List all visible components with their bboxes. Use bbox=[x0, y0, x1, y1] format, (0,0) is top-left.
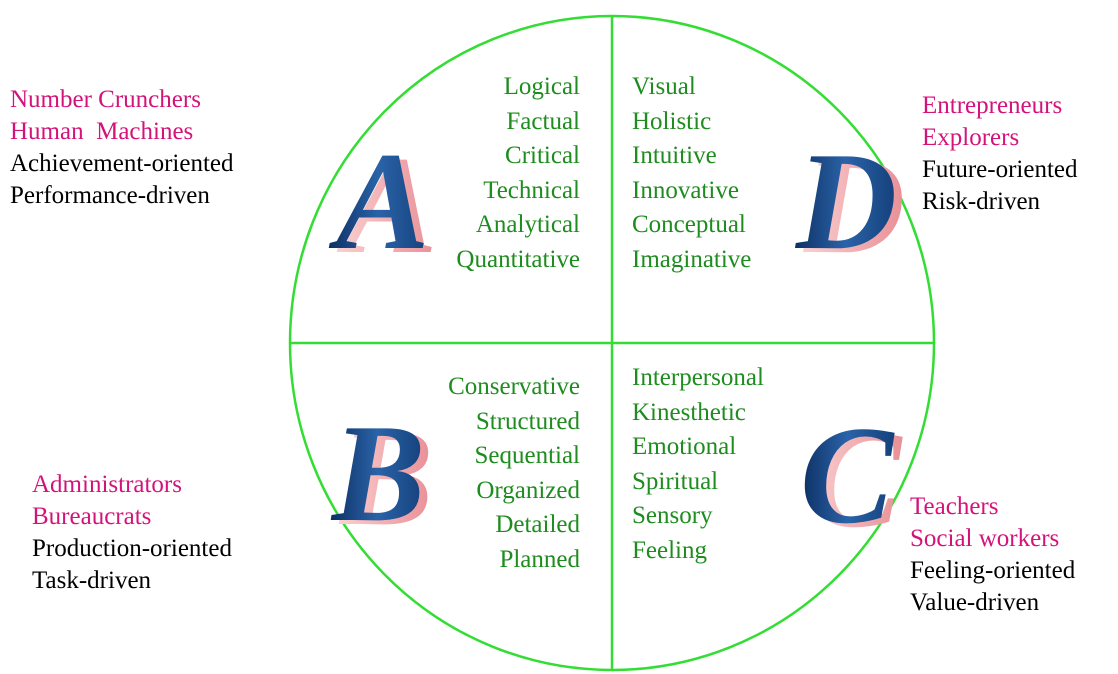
svg-text:A: A bbox=[328, 124, 429, 279]
trait-item: Imaginative bbox=[632, 245, 752, 273]
trait-item: Intuitive bbox=[632, 142, 717, 169]
quadrant-b-traits: Conservative Structured Sequential Organ… bbox=[380, 370, 580, 577]
quadrant-c-traits: Interpersonal Kinesthetic Emotional Spir… bbox=[632, 361, 802, 568]
trait-item: Sequential bbox=[474, 442, 580, 469]
role-item: Entrepreneurs bbox=[922, 92, 1063, 119]
quadrant-b-side-label: Administrators Bureaucrats Production-or… bbox=[32, 469, 232, 597]
role-item: Social workers bbox=[910, 525, 1060, 552]
trait-item: Holistic bbox=[632, 107, 712, 135]
svg-text:B: B bbox=[330, 396, 425, 551]
trait-item: Emotional bbox=[632, 433, 737, 460]
quadrant-c-side-label: Teachers Social workers Feeling-oriented… bbox=[910, 491, 1075, 619]
svg-text:D: D bbox=[802, 128, 905, 283]
quadrant-d-letter-icon: D D bbox=[794, 124, 905, 283]
role-item: Administrators bbox=[32, 471, 182, 498]
drive-item: Achievement-oriented bbox=[10, 150, 234, 177]
role-item: Human Machines bbox=[10, 118, 194, 145]
drive-item: Value-driven bbox=[910, 589, 1040, 616]
trait-item: Technical bbox=[483, 176, 580, 204]
quadrant-a-traits: Logical Factual Critical Technical Analy… bbox=[380, 70, 580, 277]
trait-item: Quantitative bbox=[456, 245, 580, 273]
quadrant-d-traits: Visual Holistic Intuitive Innovative Con… bbox=[632, 70, 802, 277]
drive-item: Feeling-oriented bbox=[910, 557, 1076, 584]
trait-item: Sensory bbox=[632, 502, 713, 529]
trait-item: Kinesthetic bbox=[632, 398, 746, 426]
svg-text:B: B bbox=[338, 400, 433, 555]
trait-item: Logical bbox=[503, 73, 580, 100]
trait-item: Spiritual bbox=[632, 467, 719, 495]
trait-item: Interpersonal bbox=[632, 364, 764, 391]
drive-item: Future-oriented bbox=[922, 156, 1078, 183]
trait-item: Planned bbox=[499, 545, 580, 573]
drive-item: Risk-driven bbox=[922, 188, 1041, 215]
trait-item: Visual bbox=[632, 73, 696, 100]
trait-item: Structured bbox=[475, 407, 580, 435]
svg-text:D: D bbox=[794, 124, 897, 279]
trait-item: Feeling bbox=[632, 536, 707, 564]
quadrant-d-side-label: Entrepreneurs Explorers Future-oriented … bbox=[922, 90, 1078, 218]
trait-item: Innovative bbox=[632, 176, 739, 204]
svg-text:C: C bbox=[800, 398, 895, 553]
trait-item: Conservative bbox=[448, 373, 580, 400]
drive-item: Production-oriented bbox=[32, 535, 232, 562]
quadrant-c-letter-icon: C C bbox=[800, 398, 903, 557]
trait-item: Analytical bbox=[475, 211, 580, 238]
svg-text:C: C bbox=[808, 402, 903, 557]
drive-item: Performance-driven bbox=[10, 182, 210, 209]
role-item: Explorers bbox=[922, 124, 1020, 151]
role-item: Teachers bbox=[910, 493, 999, 520]
drive-item: Task-driven bbox=[32, 567, 152, 594]
trait-item: Conceptual bbox=[632, 211, 746, 238]
role-item: Number Crunchers bbox=[10, 86, 201, 113]
trait-item: Detailed bbox=[495, 511, 580, 538]
svg-text:A: A bbox=[336, 128, 437, 283]
role-item: Bureaucrats bbox=[32, 503, 152, 530]
trait-item: Factual bbox=[506, 107, 580, 135]
trait-item: Critical bbox=[505, 142, 580, 169]
quadrant-b-letter-icon: B B bbox=[330, 396, 433, 555]
quadrant-a-side-label: Number Crunchers Human Machines Achievem… bbox=[10, 84, 234, 212]
quadrant-a-letter-icon: A A bbox=[328, 124, 437, 283]
trait-item: Organized bbox=[476, 476, 580, 504]
